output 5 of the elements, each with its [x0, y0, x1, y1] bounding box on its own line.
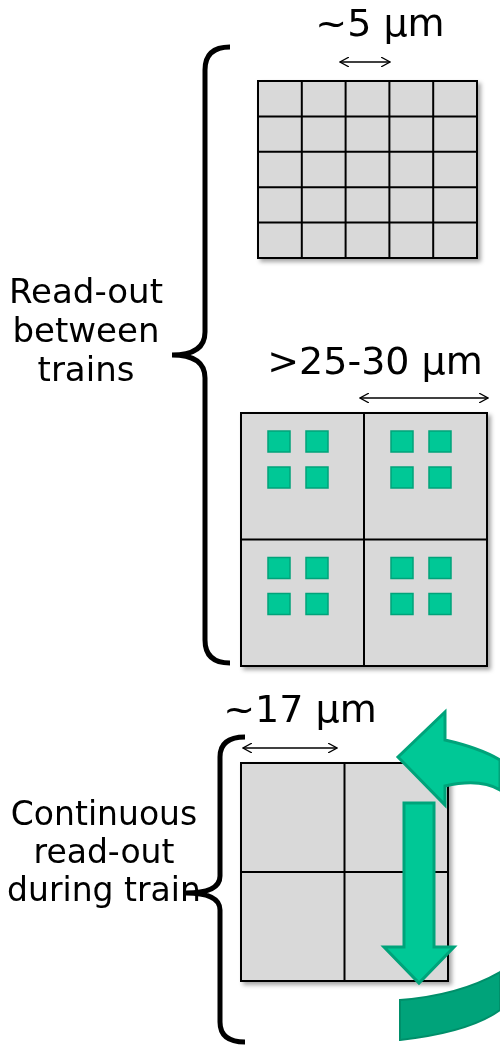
group-label: Read-out between trains: [8, 272, 164, 390]
dimension-label: ~17 μm: [222, 688, 378, 732]
dimension-label: ~5 μm: [314, 2, 446, 46]
dimension-label: >25-30 μm: [266, 340, 484, 384]
group-label: Continuous read-out during train: [6, 795, 202, 909]
